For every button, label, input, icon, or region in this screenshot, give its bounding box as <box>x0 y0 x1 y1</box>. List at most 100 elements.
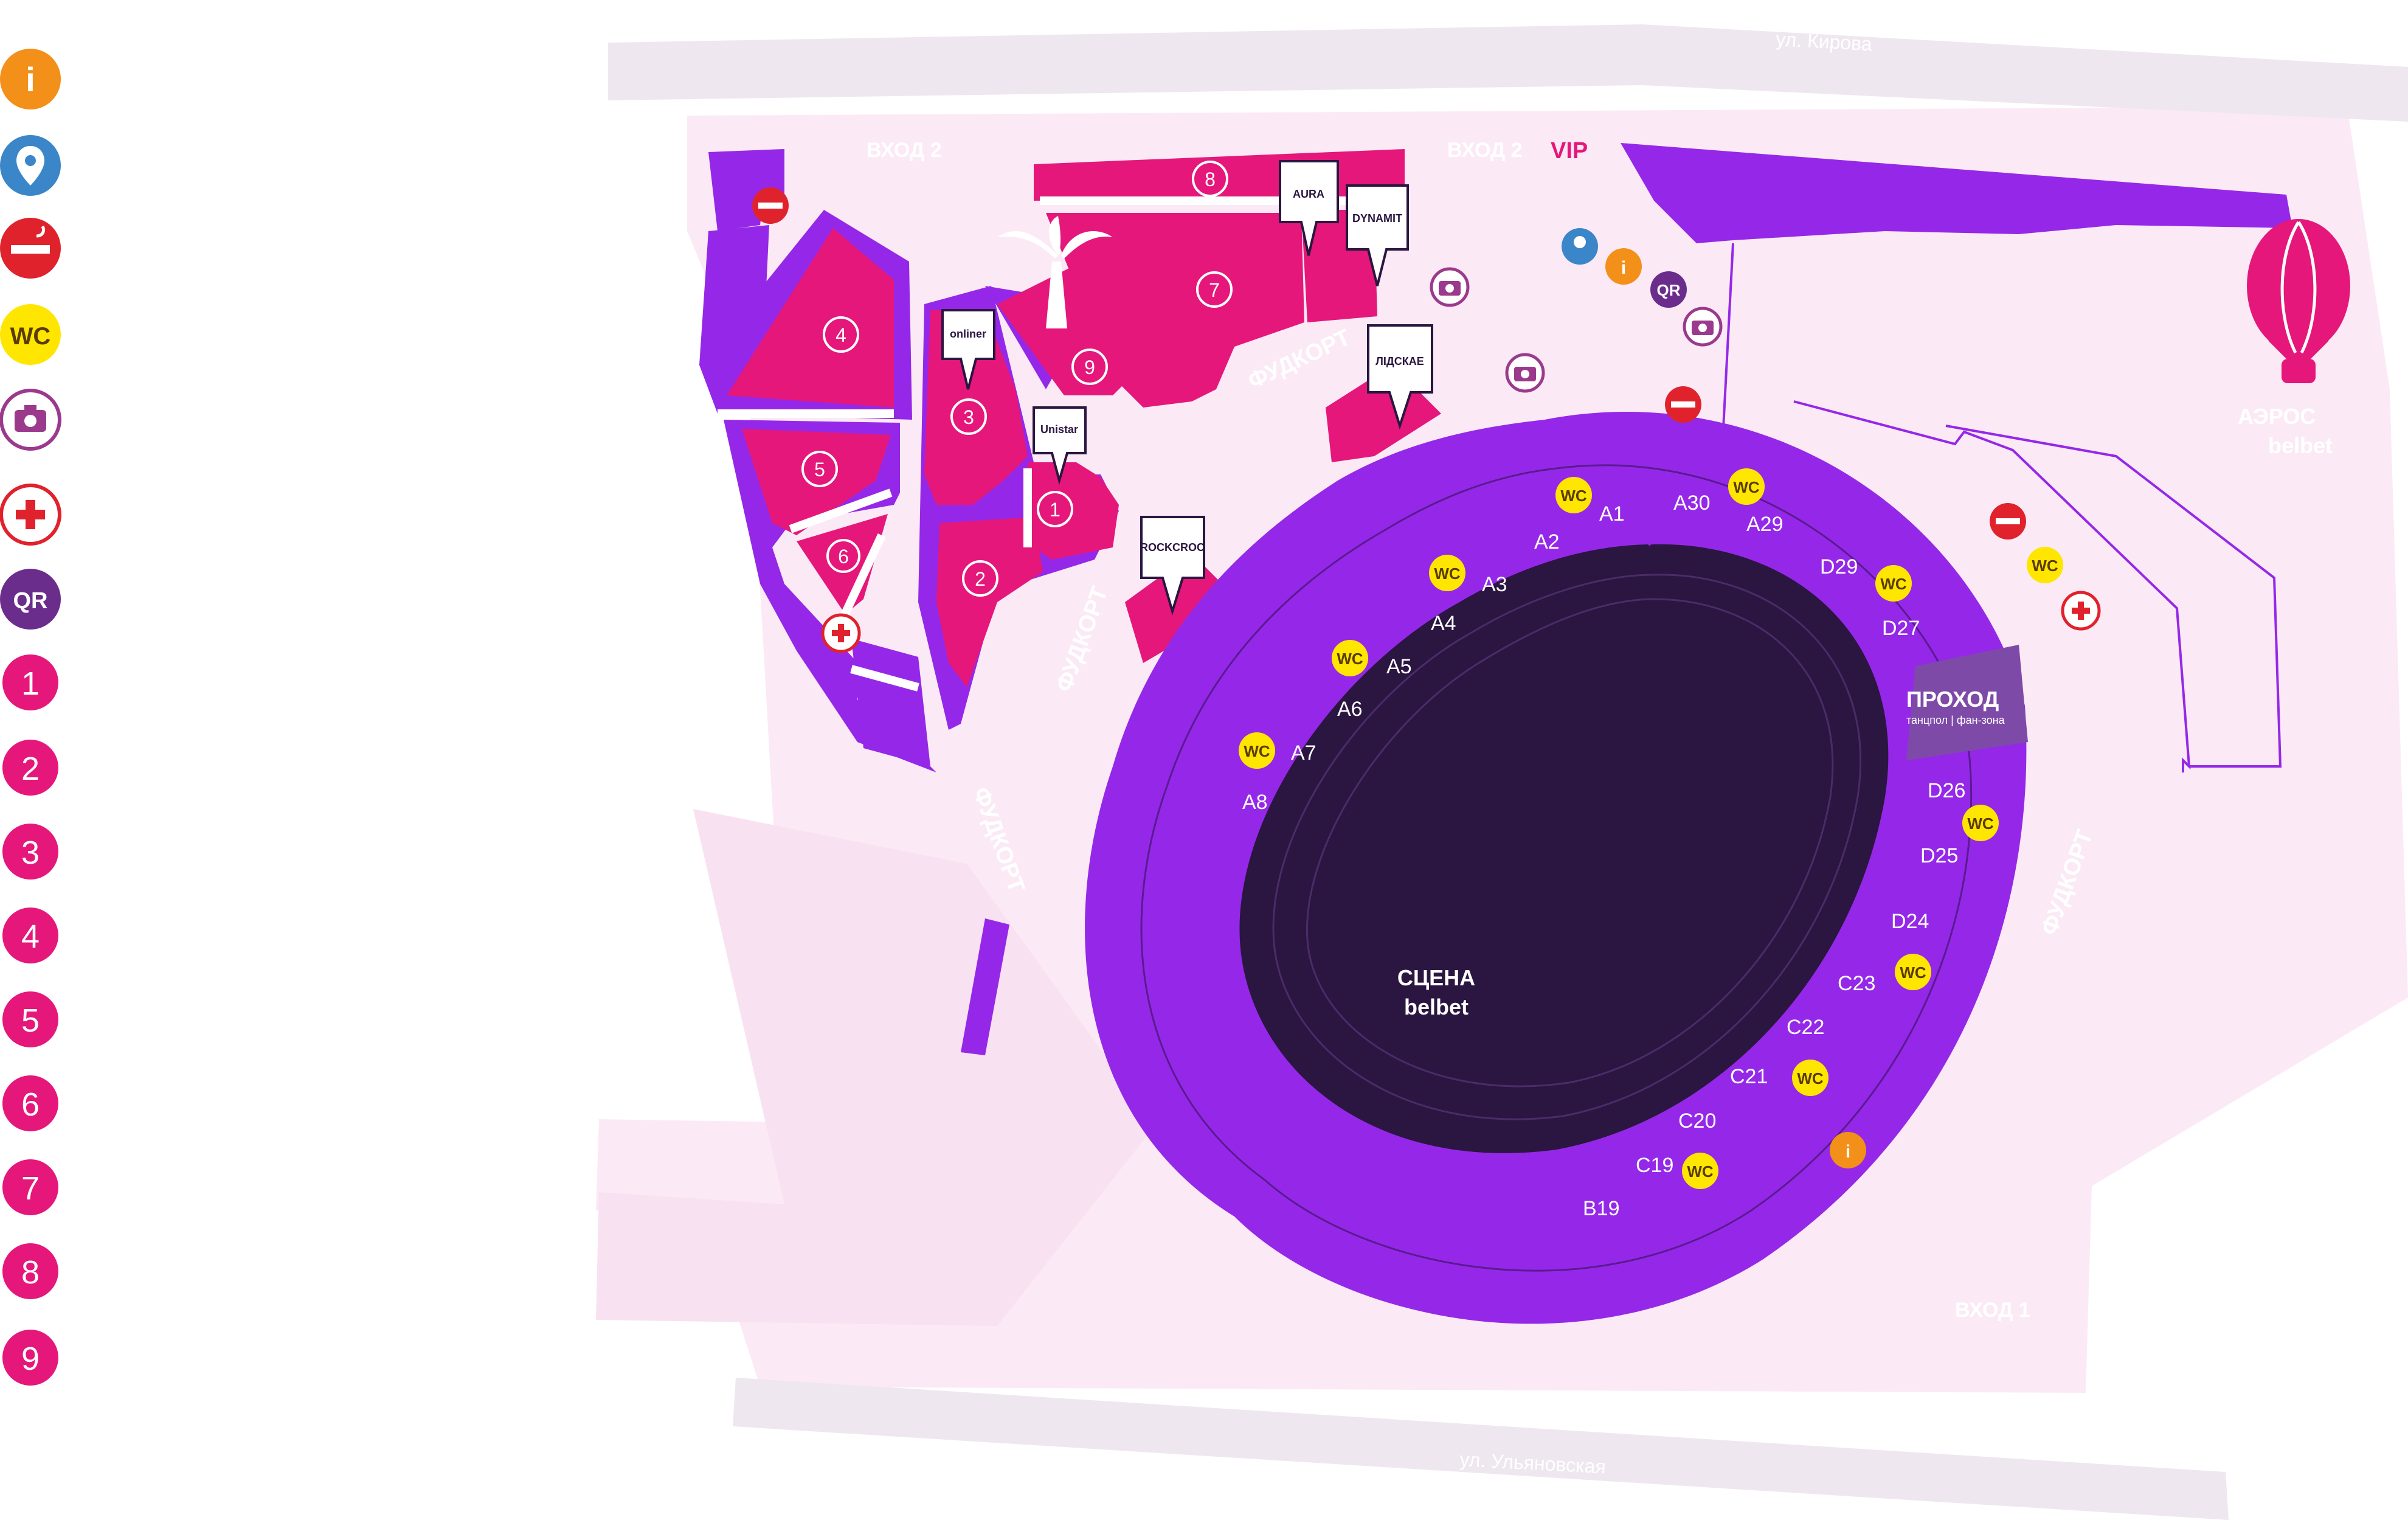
legend-zone-9[interactable]: 9 <box>2 1330 58 1386</box>
sector-c19[interactable]: C19 <box>1636 1154 1673 1177</box>
sponsor-pin-lidskae[interactable]: ЛІДСКАЕ <box>1367 324 1433 430</box>
legend-zone-2[interactable]: 2 <box>2 740 58 796</box>
wc-marker[interactable]: WC <box>1429 555 1465 591</box>
wc-marker[interactable]: WC <box>1962 805 1999 841</box>
zone-marker-1[interactable]: 1 <box>1037 491 1073 527</box>
legend-zone-1[interactable]: 1 <box>2 654 58 710</box>
sponsor-pin-dynamit[interactable]: DYNAMIT <box>1346 184 1409 286</box>
legend-info-icon[interactable]: i <box>0 49 61 109</box>
wc-marker[interactable]: WC <box>2027 547 2063 583</box>
legend-location-icon[interactable] <box>0 135 61 196</box>
zone-marker-8[interactable]: 8 <box>1192 161 1228 197</box>
zone-2[interactable] <box>936 517 1043 687</box>
sponsor-pin-onliner[interactable]: onliner <box>941 309 995 390</box>
zone-4[interactable] <box>727 228 894 408</box>
svg-text:1: 1 <box>1050 499 1060 521</box>
zone-1[interactable] <box>1028 462 1119 560</box>
zone-marker-2[interactable]: 2 <box>962 560 998 597</box>
info-icon[interactable]: i <box>1605 248 1642 285</box>
zone-markers: 4 5 6 3 1 2 7 9 8 <box>801 161 1233 597</box>
svg-text:i: i <box>26 60 35 99</box>
svg-text:3: 3 <box>963 406 974 428</box>
legend-medical-icon[interactable] <box>0 484 61 546</box>
sector-d25[interactable]: D25 <box>1920 844 1958 867</box>
sector-d29[interactable]: D29 <box>1820 555 1858 578</box>
photo-markers <box>1430 267 1723 393</box>
svg-text:6: 6 <box>21 1086 40 1123</box>
zone-marker-9[interactable]: 9 <box>1071 349 1108 385</box>
location-icon[interactable] <box>1562 228 1598 265</box>
zone-marker-6[interactable]: 6 <box>826 539 860 573</box>
sponsor-pin-unistar[interactable]: Unistar <box>1033 406 1087 485</box>
wc-marker[interactable]: WC <box>1682 1153 1718 1189</box>
sector-d24[interactable]: D24 <box>1891 910 1929 933</box>
sector-d27[interactable]: D27 <box>1882 617 1920 640</box>
smoking-icon[interactable] <box>1665 386 1701 423</box>
svg-text:7: 7 <box>1209 279 1220 301</box>
legend-smoking-icon[interactable] <box>0 218 61 279</box>
legend-zone-7[interactable]: 7 <box>2 1159 58 1215</box>
sector-a30[interactable]: A30 <box>1673 491 1711 515</box>
sector-a1[interactable]: A1 <box>1599 502 1625 526</box>
wc-marker[interactable]: WC <box>1728 468 1765 505</box>
legend-zone-8[interactable]: 8 <box>2 1243 58 1299</box>
legend-zone-4[interactable]: 4 <box>2 907 58 963</box>
svg-text:Unistar: Unistar <box>1040 423 1078 436</box>
sector-a8[interactable]: A8 <box>1242 791 1268 814</box>
sector-a5[interactable]: A5 <box>1386 655 1412 678</box>
sector-a29[interactable]: A29 <box>1746 513 1784 536</box>
sector-a4[interactable]: A4 <box>1431 612 1456 635</box>
svg-text:WC: WC <box>1434 564 1461 583</box>
wc-marker[interactable]: WC <box>1555 477 1592 513</box>
photo-icon[interactable] <box>1683 307 1723 347</box>
sector-a2[interactable]: A2 <box>1534 530 1560 554</box>
zone-5[interactable] <box>742 429 891 535</box>
wc-marker[interactable]: WC <box>1239 732 1275 769</box>
medical-icon[interactable] <box>2061 591 2101 631</box>
sector-c20[interactable]: C20 <box>1678 1109 1716 1133</box>
stage-title: СЦЕНА <box>1397 965 1475 990</box>
svg-text:4: 4 <box>836 324 846 346</box>
photo-icon[interactable] <box>1505 353 1545 393</box>
smoking-icon[interactable] <box>752 187 789 224</box>
zone-marker-5[interactable]: 5 <box>801 451 838 487</box>
legend-zone-5[interactable]: 5 <box>2 991 58 1047</box>
sector-c23[interactable]: C23 <box>1838 972 1875 995</box>
svg-text:WC: WC <box>1560 487 1587 505</box>
svg-text:WC: WC <box>1733 478 1760 496</box>
info-icon[interactable]: i <box>1830 1132 1866 1168</box>
legend-wc-icon[interactable]: WC <box>0 304 61 365</box>
wc-marker[interactable]: WC <box>1895 954 1931 990</box>
sector-a3[interactable]: A3 <box>1482 573 1507 596</box>
entrance-2-left: ВХОД 2 <box>867 139 942 162</box>
sector-c22[interactable]: C22 <box>1787 1016 1824 1039</box>
legend-qr-icon[interactable]: QR <box>0 569 61 630</box>
sector-labels: A1 A2 A3 A4 A5 A6 A7 A8 A30 A29 D29 D27 … <box>1242 491 1965 1220</box>
svg-text:2: 2 <box>21 751 40 787</box>
legend-photo-icon[interactable] <box>0 389 61 451</box>
zone-6[interactable] <box>797 514 888 614</box>
wc-marker[interactable]: WC <box>1332 640 1368 676</box>
sector-d26[interactable]: D26 <box>1928 779 1965 802</box>
svg-text:WC: WC <box>1244 742 1270 760</box>
sector-b19[interactable]: B19 <box>1583 1197 1620 1220</box>
legend-zone-3[interactable]: 3 <box>2 824 58 880</box>
zone-marker-7[interactable]: 7 <box>1196 271 1233 308</box>
sector-a6[interactable]: A6 <box>1337 698 1363 721</box>
smoking-icon[interactable] <box>1990 503 2026 540</box>
zone-marker-4[interactable]: 4 <box>823 316 859 353</box>
wc-marker[interactable]: WC <box>1875 565 1912 602</box>
sector-c21[interactable]: C21 <box>1730 1065 1768 1088</box>
photo-icon[interactable] <box>1430 267 1470 307</box>
qr-icon[interactable]: QR <box>1650 271 1687 308</box>
svg-text:9: 9 <box>1084 356 1095 378</box>
legend-zone-6[interactable]: 6 <box>2 1075 58 1131</box>
wc-marker[interactable]: WC <box>1792 1060 1828 1096</box>
zone-9[interactable] <box>997 268 1137 395</box>
sponsor-pin-aura[interactable]: AURA <box>1279 160 1339 256</box>
medical-markers <box>821 591 2101 653</box>
zone-marker-3[interactable]: 3 <box>950 398 987 435</box>
sponsor-pin-rockcroc[interactable]: ROCKCROC <box>1140 516 1205 616</box>
sector-a7[interactable]: A7 <box>1291 741 1316 765</box>
medical-icon[interactable] <box>821 613 861 653</box>
